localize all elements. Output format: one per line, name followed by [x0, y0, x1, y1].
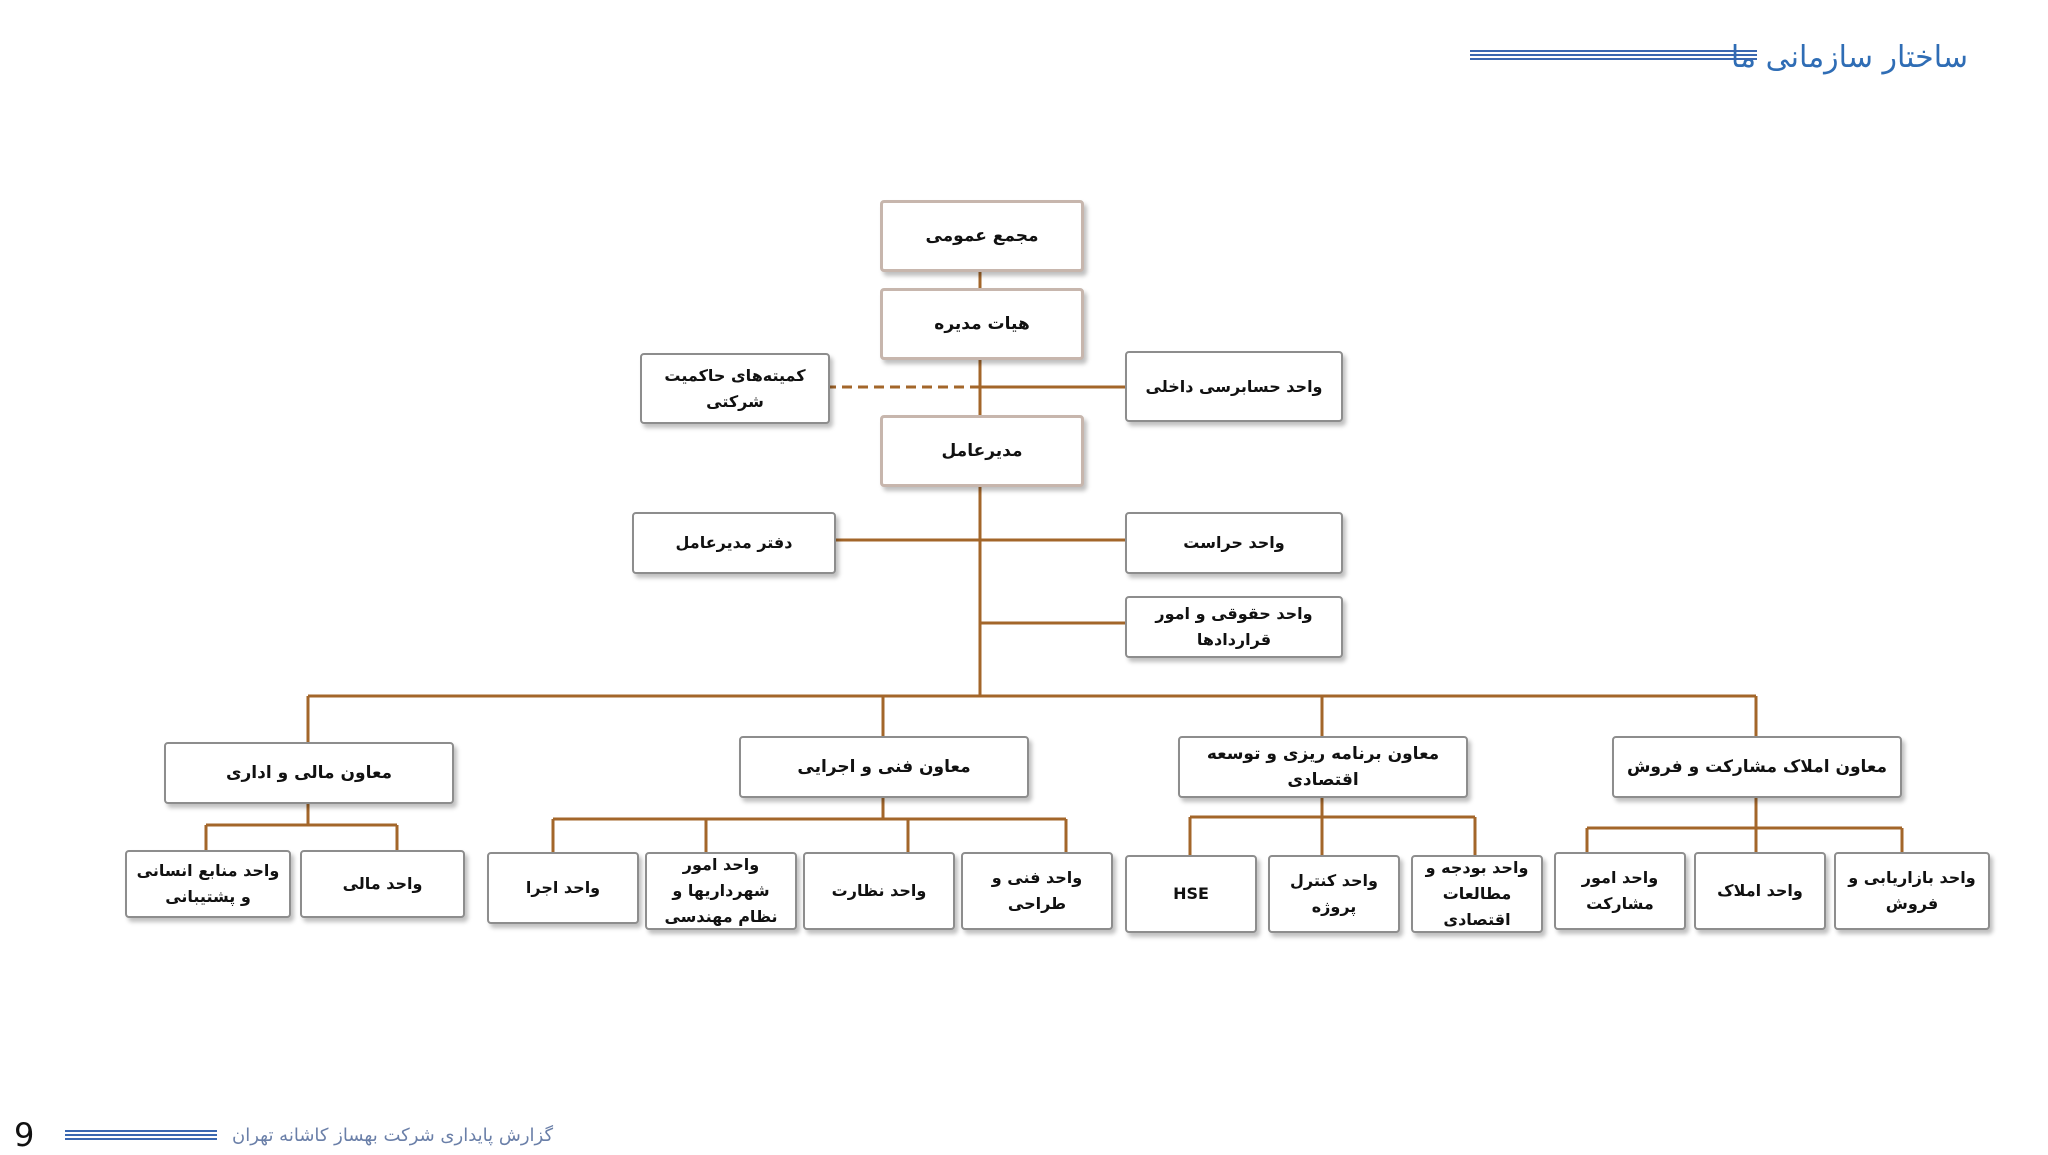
vp-property-box: معاون املاک مشارکت و فروش [1612, 736, 1902, 798]
ceo-box: مدیرعامل [880, 415, 1084, 487]
unit-marketing-sales-box: واحد بازاریابی و فروش [1834, 852, 1990, 930]
unit-technical-design-box: واحد فنی و طراحی [961, 852, 1113, 930]
unit-municipal-affairs-box: واحد امور شهرداریها و نظام مهندسی [645, 852, 797, 930]
vp-finance-box: معاون مالی و اداری [164, 742, 454, 804]
board-box: هیات مدیره [880, 288, 1084, 360]
unit-project-control-box: واحد کنترل پروژه [1268, 855, 1400, 933]
vp-planning-box: معاون برنامه ریزی و توسعه اقتصادی [1178, 736, 1468, 798]
page-title: ساختار سازمانی ما [1730, 40, 1968, 75]
vp-technical-box: معاون فنی و اجرایی [739, 736, 1029, 798]
unit-execution-box: واحد اجرا [487, 852, 639, 924]
legal-box: واحد حقوقی و امور قراردادها [1125, 596, 1343, 658]
unit-finance-box: واحد مالی [300, 850, 465, 918]
internal-audit-box: واحد حسابرسی داخلی [1125, 351, 1343, 422]
governance-committees-box: کمیته‌های حاکمیت شرکتی [640, 353, 830, 424]
general-assembly-box: مجمع عمومی [880, 200, 1084, 272]
unit-hse-box: HSE [1125, 855, 1257, 933]
unit-properties-box: واحد املاک [1694, 852, 1826, 930]
footer-rule [65, 1130, 217, 1144]
header-rule [1470, 50, 1757, 64]
unit-partnership-affairs-box: واحد امور مشارکت [1554, 852, 1686, 930]
security-box: واحد حراست [1125, 512, 1343, 574]
report-title: گزارش پایداری شرکت بهساز کاشانه تهران [232, 1125, 554, 1146]
ceo-office-box: دفتر مدیرعامل [632, 512, 836, 574]
unit-budget-economics-box: واحد بودجه و مطالعات اقتصادی [1411, 855, 1543, 933]
page-number: 9 [14, 1116, 35, 1154]
unit-supervision-box: واحد نظارت [803, 852, 955, 930]
unit-hr-support-box: واحد منابع انسانی و پشتیبانی [125, 850, 291, 918]
